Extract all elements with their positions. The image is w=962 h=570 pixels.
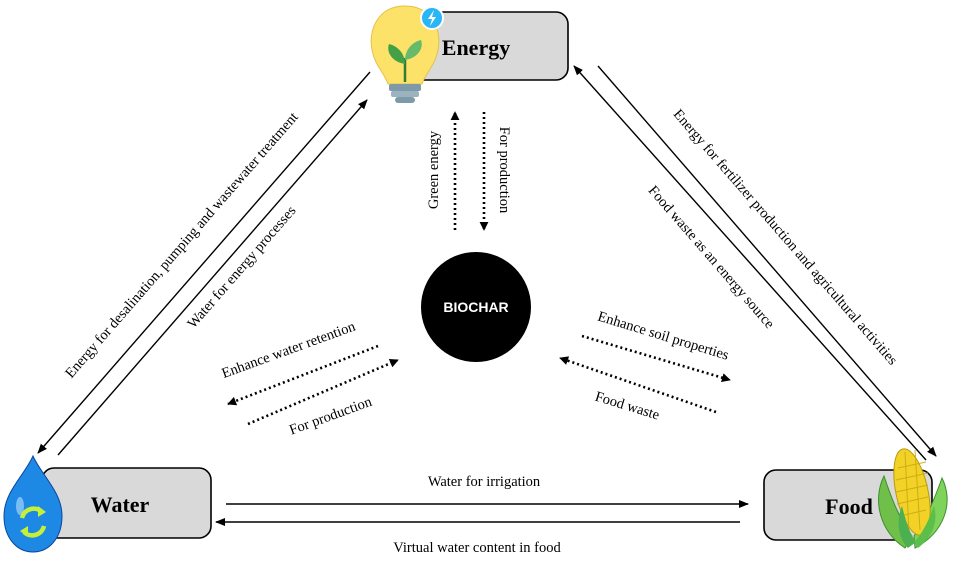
energy-label: Energy bbox=[442, 35, 510, 60]
label-water-to-food: Water for irrigation bbox=[428, 474, 541, 490]
arrow-water-to-biochar bbox=[247, 358, 399, 426]
label-biochar-to-food: Enhance soil properties bbox=[596, 309, 731, 364]
label-biochar-to-water: Enhance water retention bbox=[220, 318, 359, 381]
arrow-energy-to-food bbox=[597, 65, 937, 457]
biochar-node: BIOCHAR bbox=[421, 252, 531, 362]
water-node: Water bbox=[41, 467, 212, 539]
lightbulb-plant-icon bbox=[370, 5, 444, 103]
food-label: Food bbox=[825, 494, 873, 519]
label-biochar-to-energy: Green energy bbox=[426, 130, 442, 209]
label-energy-to-biochar: For production bbox=[496, 127, 512, 214]
corn-icon bbox=[878, 448, 948, 549]
arrow-energy-to-water bbox=[37, 71, 371, 454]
arrow-food-to-energy bbox=[573, 65, 927, 461]
water-drop-recycle-icon bbox=[3, 454, 63, 553]
label-food-to-biochar: Food waste bbox=[593, 389, 661, 424]
inner-arrows bbox=[227, 111, 731, 426]
label-water-to-biochar: For production bbox=[287, 394, 375, 439]
water-label: Water bbox=[91, 492, 150, 517]
arrow-biochar-to-food bbox=[581, 334, 731, 383]
arrow-water-to-energy bbox=[57, 99, 368, 456]
biochar-circle bbox=[421, 252, 531, 362]
energy-node: Energy bbox=[404, 11, 569, 81]
label-food-to-water: Virtual water content in food bbox=[393, 540, 561, 556]
biochar-label: BIOCHAR bbox=[443, 299, 508, 315]
outer-arrows bbox=[37, 65, 937, 526]
arrow-biochar-to-water bbox=[227, 344, 379, 406]
